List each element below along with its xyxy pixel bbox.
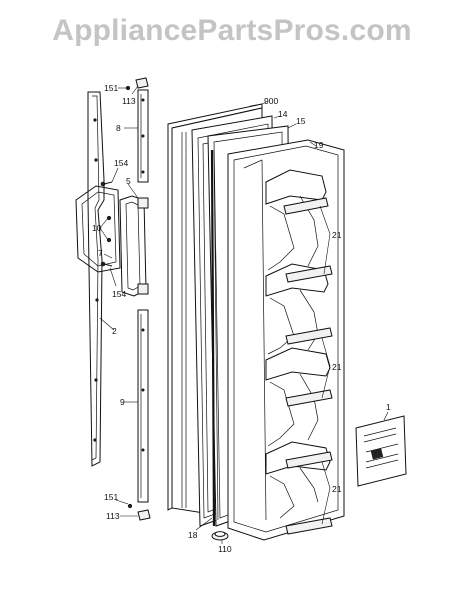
door-liner-part-19 [227, 139, 345, 541]
end-cap-part-113-top [135, 77, 149, 89]
parts-card-part-1 [355, 415, 407, 487]
callout-151-top: 151 [104, 83, 118, 93]
handle-bracket-plate [75, 185, 121, 273]
shelf-bars-part-21 [283, 197, 333, 535]
callout-900: 900 [264, 96, 278, 106]
callout-21-upper: 21 [332, 230, 342, 240]
gasket-strip-part-2 [87, 91, 105, 467]
callout-10: 10 [92, 223, 102, 233]
callout-14: 14 [278, 109, 288, 119]
callout-113-top: 113 [122, 96, 136, 106]
callout-21-middle: 21 [332, 362, 342, 372]
callout-19: 19 [314, 140, 324, 150]
lower-trim-part-9 [137, 309, 149, 503]
callout-15: 15 [296, 116, 306, 126]
door-handle-part-5 [119, 195, 149, 297]
callout-154-top: 154 [114, 158, 128, 168]
callout-151-bottom: 151 [104, 492, 118, 502]
callout-5: 5 [126, 176, 131, 186]
callout-18: 18 [188, 530, 198, 540]
callout-2: 2 [112, 326, 117, 336]
end-cap-part-113-bottom [137, 509, 151, 521]
callout-7: 7 [98, 248, 103, 258]
breaker-strip-part-18 [210, 149, 216, 527]
hinge-bushing-part-110 [211, 531, 229, 541]
callout-labels: 151 113 8 154 5 10 7 154 2 9 151 113 900… [92, 83, 391, 554]
callout-21-lower: 21 [332, 484, 342, 494]
callout-8: 8 [116, 123, 121, 133]
callout-154-bottom: 154 [112, 289, 126, 299]
callout-9: 9 [120, 397, 125, 407]
upper-trim-part-8 [137, 89, 149, 183]
watermark-logo: AppliancePartsPros.com [52, 14, 412, 47]
leader-lines [99, 85, 389, 544]
callout-113-bottom: 113 [106, 511, 120, 521]
callout-1: 1 [386, 402, 391, 412]
screws [100, 85, 133, 509]
callout-110: 110 [218, 544, 232, 554]
